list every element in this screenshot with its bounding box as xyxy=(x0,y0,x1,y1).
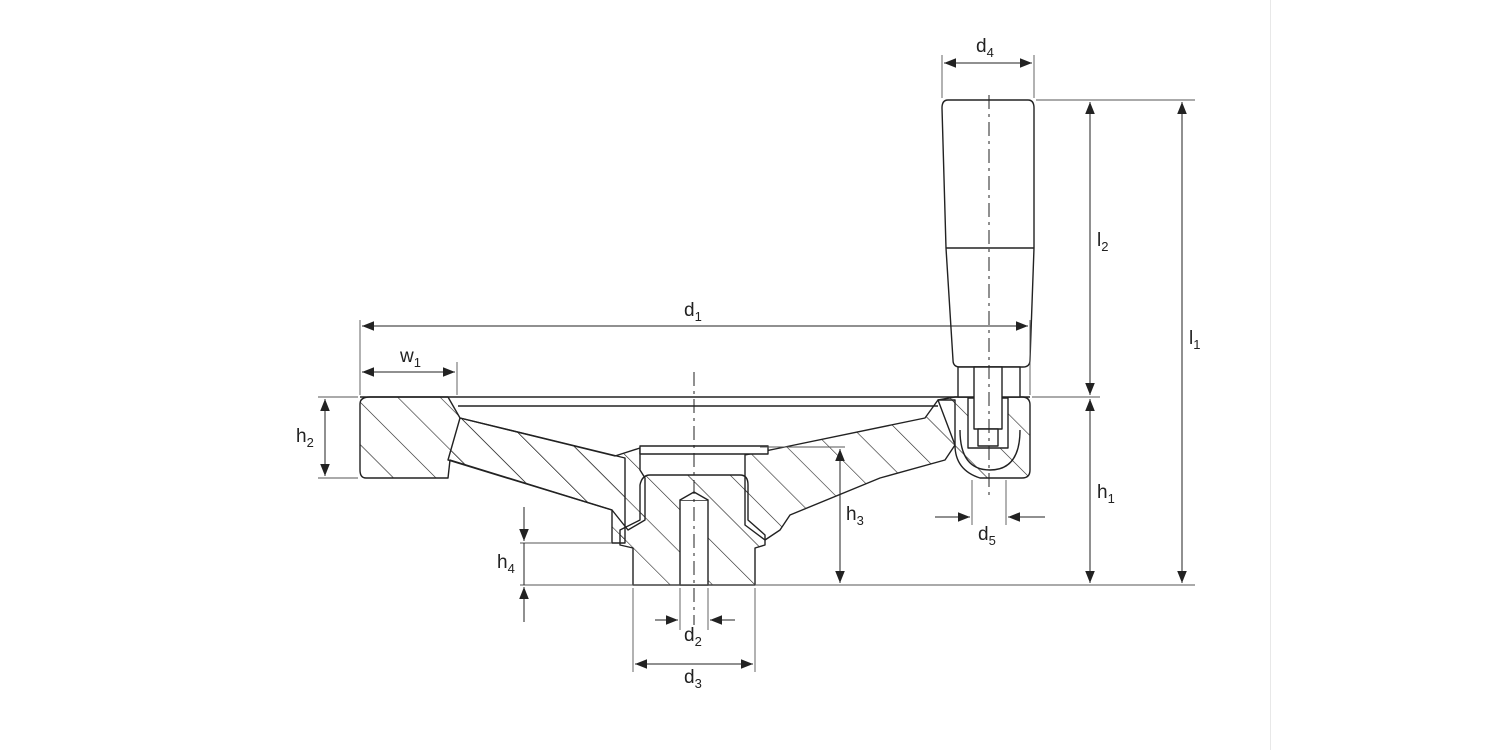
label-d3: d3 xyxy=(684,667,702,691)
label-h1: h1 xyxy=(1097,482,1115,506)
label-w1: w1 xyxy=(399,346,421,370)
label-l2: l2 xyxy=(1097,230,1108,254)
left-spoke-section xyxy=(447,417,646,531)
label-l1: l1 xyxy=(1189,328,1200,352)
label-h3: h3 xyxy=(846,504,864,528)
hub-recess xyxy=(639,445,769,455)
dimension-lines xyxy=(320,58,1187,669)
label-h2: h2 xyxy=(296,426,314,450)
extension-lines xyxy=(318,55,1195,672)
center-lines xyxy=(693,95,990,625)
label-d1: d1 xyxy=(684,300,702,324)
handle xyxy=(941,99,1035,447)
label-d2: d2 xyxy=(684,625,702,649)
socket-rounded-bottom xyxy=(959,429,1021,471)
handle-grip xyxy=(941,99,1035,368)
wheel-body xyxy=(359,396,1031,586)
label-d4: d4 xyxy=(976,36,994,60)
label-d5: d5 xyxy=(978,524,996,548)
handle-screw xyxy=(973,366,1003,430)
page-edge-divider xyxy=(1270,0,1271,750)
handle-screw-tip xyxy=(977,428,999,447)
label-h4: h4 xyxy=(497,552,515,576)
